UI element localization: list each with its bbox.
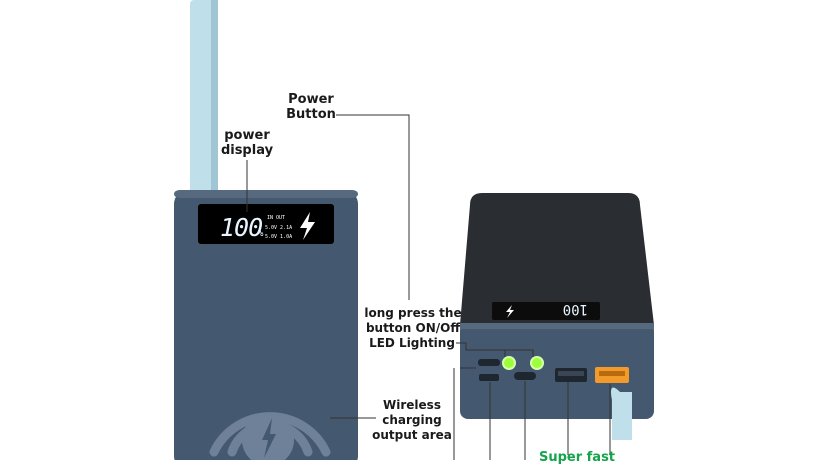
side-display-percent: 100 [563, 301, 588, 317]
wireless-lightning-icon [262, 418, 276, 458]
front-power-bank: 100 % IN OUT 5.0V 2.1A 5.0V 1.0A [174, 190, 358, 465]
front-display-lightning-icon [300, 212, 315, 240]
front-display-percent: 100 [220, 213, 262, 242]
side-bank-face-shade [460, 323, 654, 329]
front-bank-edge [174, 190, 358, 198]
front-bank-body [174, 190, 358, 465]
front-display-line1: 5.0V 2.1A [265, 225, 292, 231]
port-type-c-top [478, 359, 500, 366]
side-display-lightning-icon [506, 305, 514, 318]
label-led-lighting: LED Lighting [369, 336, 455, 350]
side-display-panel [492, 302, 600, 320]
cable-side-body [612, 400, 632, 440]
label-power-button: Power Button [286, 92, 336, 122]
led-left [502, 356, 516, 370]
front-display-line2: 5.0V 1.0A [265, 234, 292, 240]
front-display-panel [198, 204, 334, 244]
front-display-in-out: IN OUT [267, 215, 285, 221]
label-wireless-charging: Wireless charging output area [372, 398, 452, 442]
port-usb-qc-inner [599, 371, 625, 376]
cable-top-shadow [211, 0, 218, 195]
leader-lines [246, 114, 611, 460]
label-super-fast: Super fast [538, 450, 616, 465]
side-bank-top [460, 193, 654, 325]
port-type-c-mid [514, 372, 536, 380]
label-long-press: long press the button ON/Off [364, 306, 462, 335]
led-right [530, 356, 544, 370]
label-power-display: power display [220, 128, 274, 158]
front-display-percent-sign: % [258, 229, 264, 239]
port-micro-usb [479, 374, 499, 381]
side-power-bank: 100 [460, 193, 654, 419]
port-usb-a-inner [558, 371, 584, 376]
